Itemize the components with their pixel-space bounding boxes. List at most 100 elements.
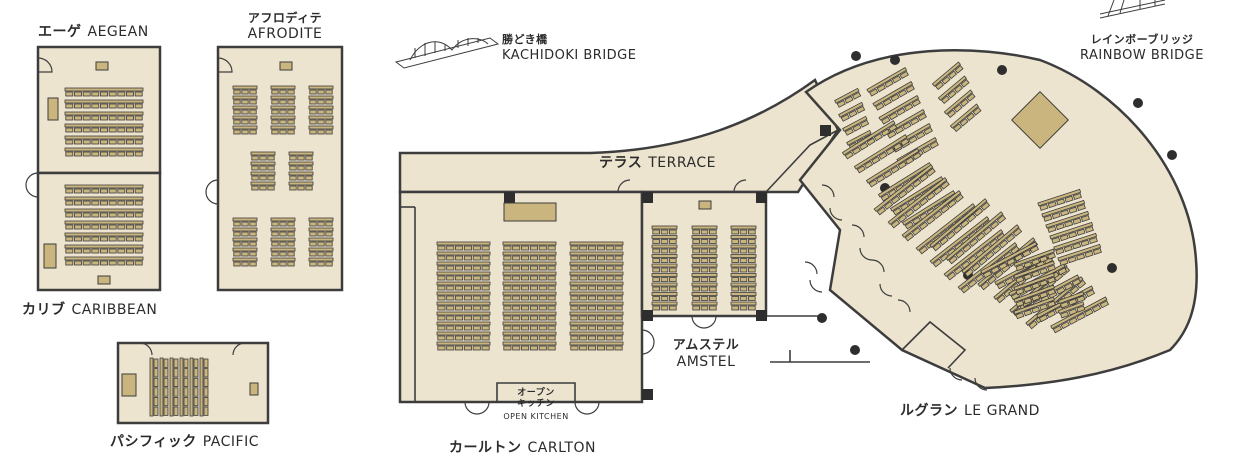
table [163,406,169,416]
table [529,315,538,321]
table [502,321,557,326]
table [980,281,990,291]
table [911,227,922,236]
table [271,241,279,247]
table [1080,214,1090,222]
table [251,155,259,161]
table [503,285,512,291]
table [65,248,74,254]
table [731,267,739,273]
table [521,285,530,291]
table [896,107,906,116]
table [730,235,757,239]
table [947,199,957,209]
table [503,325,512,331]
table [82,236,91,242]
table [692,286,700,292]
table [893,142,903,151]
table [912,178,922,188]
table [935,81,945,91]
table [1015,264,1025,272]
table [74,115,82,121]
table [446,345,455,351]
table [1046,310,1056,319]
table [134,127,143,133]
table [959,117,969,127]
table [82,212,91,218]
table [709,267,717,273]
table [579,275,588,281]
table [996,214,1007,224]
table [596,285,605,291]
table [232,105,258,110]
table [605,245,614,251]
table [1068,206,1078,214]
table [954,84,964,94]
table [267,185,275,191]
table [193,387,199,397]
table [844,151,854,160]
table [1047,288,1056,296]
table [289,185,297,191]
table [651,273,678,277]
table [502,271,557,276]
table [259,175,267,181]
table [270,237,296,242]
room-carlton[interactable] [398,190,644,404]
table [437,275,446,281]
table [436,321,491,326]
table [163,396,169,407]
table [538,245,547,251]
label-jp: テラス [599,155,643,171]
table [309,99,317,105]
table [74,200,82,206]
table [748,239,756,244]
table [472,245,481,251]
table [250,171,276,176]
table [1068,316,1078,325]
table [100,151,108,157]
table [446,245,455,251]
table [267,155,275,161]
table [588,335,597,341]
table [529,305,538,311]
room-terrace[interactable] [398,78,840,194]
table [953,103,963,113]
table [163,368,169,378]
label-jp: アムステル [672,338,740,353]
table [521,275,530,281]
table [502,261,557,266]
table [651,235,678,239]
table [596,245,605,251]
table [503,265,512,271]
table [65,115,74,121]
table [288,181,314,186]
table [74,224,82,230]
table [203,358,209,368]
table [481,285,490,291]
table [881,116,891,125]
table [731,229,739,235]
table [905,84,915,94]
label-open-kitchen: オープン キッチン OPEN KITCHEN [497,388,575,423]
table [100,188,108,194]
table [569,281,624,286]
table [748,258,756,263]
table [739,305,748,311]
table [731,305,739,311]
table [848,109,858,118]
table [1076,305,1086,313]
table [692,305,700,311]
label-kachidoki-bridge: 勝どき橋 KACHIDOKI BRIDGE [502,32,636,64]
table [117,188,126,194]
table [908,135,918,144]
table [308,257,334,262]
table [596,305,605,311]
table [605,335,614,341]
table [1068,308,1078,316]
table [317,89,325,95]
table [865,148,920,184]
table [887,177,948,225]
table [108,224,117,230]
table [108,188,117,194]
